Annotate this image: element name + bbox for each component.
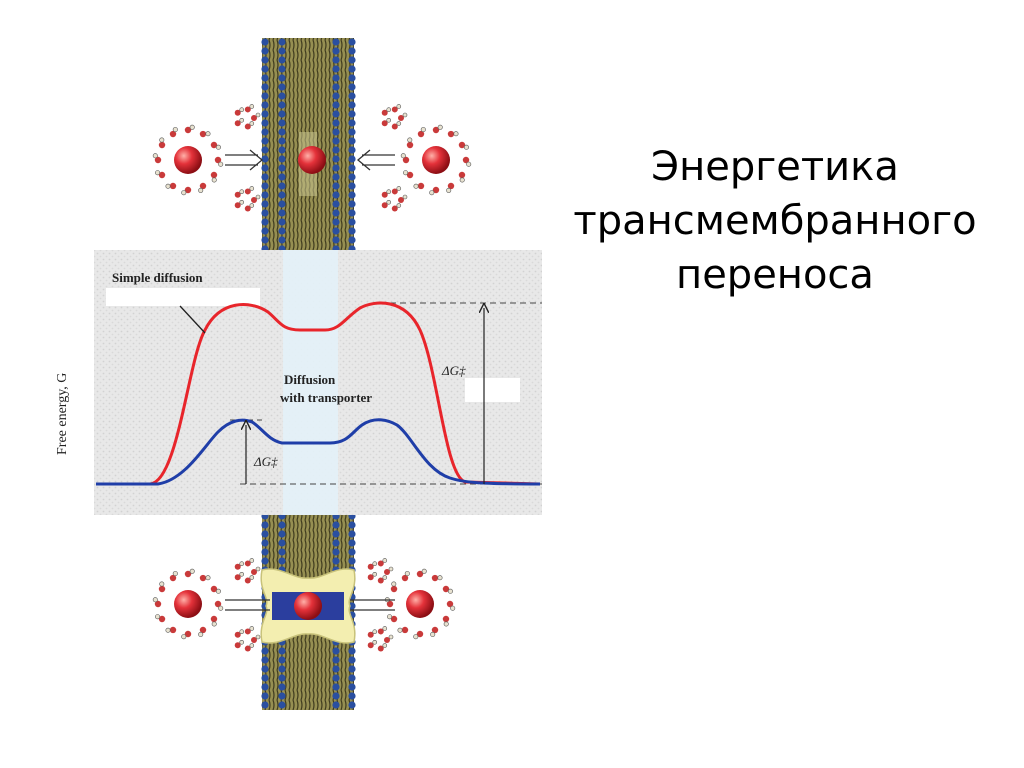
solute-particle xyxy=(152,568,224,640)
transporter-label-line2: with transporter xyxy=(280,390,372,405)
slide-title: Энергетика трансмембранного переноса xyxy=(545,140,1005,302)
label-box xyxy=(106,288,260,306)
membrane-band xyxy=(283,250,338,515)
water-cluster xyxy=(234,626,261,652)
energy-panel: Simple diffusion Diffusion with transpor… xyxy=(55,250,542,515)
solute-particle xyxy=(298,146,326,174)
delta-g-label-right: ΔG‡ xyxy=(441,363,466,378)
y-axis-label: Free energy, G xyxy=(55,373,70,455)
solute-particle xyxy=(384,568,456,640)
transporter-label-line1: Diffusion xyxy=(284,372,336,387)
delta-g-label-left: ΔG‡ xyxy=(253,454,278,469)
transporter-curve xyxy=(96,418,541,486)
upper-membrane xyxy=(261,38,356,253)
solute-particle xyxy=(294,592,322,620)
water-cluster xyxy=(367,626,394,652)
solute-particle xyxy=(152,124,224,196)
title-line-3: переноса xyxy=(676,252,874,298)
lipid-head-groups xyxy=(261,38,356,253)
water-cluster xyxy=(367,558,394,584)
title-line-2: трансмембранного xyxy=(573,198,977,244)
water-cluster xyxy=(381,104,408,130)
title-line-1: Энергетика xyxy=(651,144,899,190)
water-cluster xyxy=(381,186,408,212)
simple-diffusion-curve xyxy=(96,301,541,486)
simple-diffusion-label: Simple diffusion xyxy=(112,270,203,285)
water-cluster xyxy=(234,104,261,130)
water-cluster xyxy=(234,186,261,212)
solute-particle xyxy=(400,124,472,196)
water-cluster xyxy=(234,558,261,584)
solutes xyxy=(152,104,472,652)
label-box xyxy=(465,378,520,402)
